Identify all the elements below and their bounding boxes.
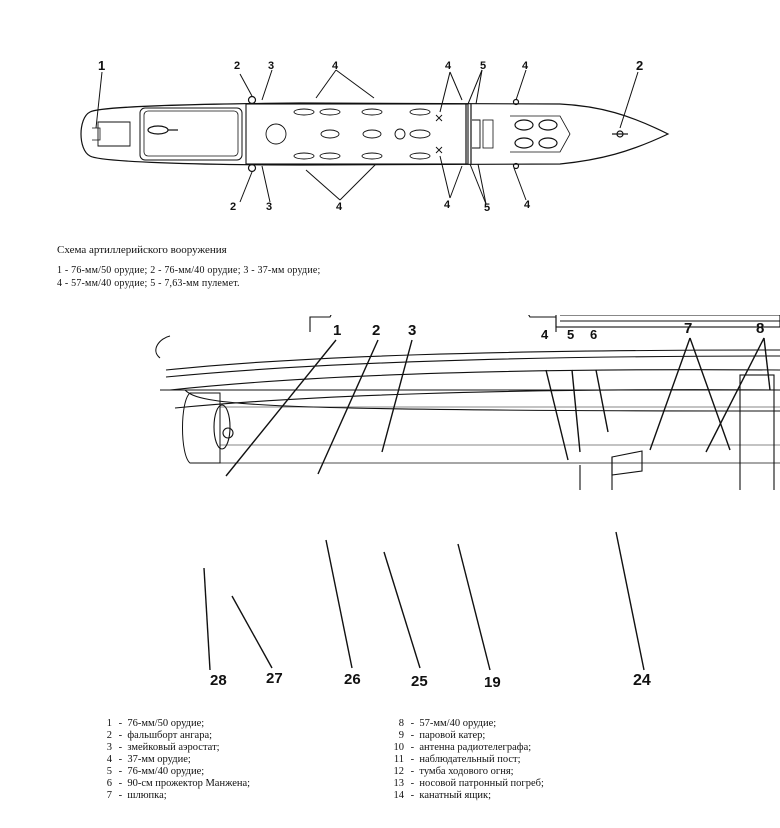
plan-callout-1: 1 <box>98 58 106 73</box>
profile-callout-1: 1 <box>333 322 342 339</box>
legend-number: 9 <box>398 730 404 741</box>
side-profile-drawing <box>155 315 780 464</box>
profile-callout-4: 4 <box>541 327 549 342</box>
legend-item: 5 - 76-мм/40 орудие; <box>90 766 204 777</box>
side-profile-hull <box>579 374 775 490</box>
legend-text: носовой патронный погреб; <box>419 778 544 789</box>
legend-number: 14 <box>393 790 405 801</box>
plan-callout-4c: 4 <box>522 60 529 72</box>
legend-number: 8 <box>398 718 404 729</box>
legend-number: 3 <box>106 742 112 753</box>
legend-text: антенна радиотелеграфа; <box>419 742 532 753</box>
legend-item: 14 - канатный ящик; <box>382 790 492 801</box>
legend-text: шлюпка; <box>127 790 167 801</box>
profile-callout-3: 3 <box>408 322 417 339</box>
plan-callout-4-bottom-a: 4 <box>336 201 343 213</box>
legend-text: 90-см прожектор Манжена; <box>127 778 251 789</box>
profile-callout-25: 25 <box>411 673 428 690</box>
legend-text: тумба ходового огня; <box>419 766 514 777</box>
legend-item: 8 - 57-мм/40 орудие; <box>382 718 496 729</box>
profile-callout-6: 6 <box>590 327 598 342</box>
plan-callout-4a: 4 <box>332 60 339 72</box>
legend-text: наблюдательный пост; <box>419 754 521 765</box>
armament-caption-title: Схема артиллерийского вооружения <box>57 244 227 256</box>
plan-callout-3-bottom: 3 <box>266 201 273 213</box>
legend-number: 2 <box>106 730 112 741</box>
legend-number: 12 <box>393 766 405 777</box>
legend-text: паровой катер; <box>419 730 486 741</box>
plan-callout-5-bottom: 5 <box>484 202 491 214</box>
legend-item: 13 - носовой патронный погреб; <box>382 778 544 789</box>
deck-plan-drawing <box>80 69 670 205</box>
legend-number: 4 <box>106 754 112 765</box>
legend-item: 11 - наблюдательный пост; <box>382 754 521 765</box>
legend-number: 13 <box>393 778 405 789</box>
profile-callout-26: 26 <box>344 671 361 688</box>
legend-number: 5 <box>106 766 112 777</box>
legend-item: 10 - антенна радиотелеграфа; <box>382 742 532 753</box>
legend-text: 57-мм/40 орудие; <box>419 718 497 729</box>
legend-number: 7 <box>106 790 112 801</box>
profile-callout-2: 2 <box>372 322 381 339</box>
armament-caption-line-2: 4 - 57-мм/40 орудие; 5 - 7,63-мм пулемет… <box>57 278 240 289</box>
legend-text: 76-мм/50 орудие; <box>127 718 205 729</box>
legend-text: 37-мм орудие; <box>127 754 191 765</box>
legend-item: 7 - шлюпка; <box>90 790 167 801</box>
legend-text: 76-мм/40 орудие; <box>127 766 205 777</box>
plan-callout-4b: 4 <box>445 60 452 72</box>
plan-callout-2-bottom: 2 <box>230 201 237 213</box>
legend-number: 11 <box>393 754 404 765</box>
hull-outline <box>80 102 670 166</box>
legend-item: 2 - фальшборт ангара; <box>90 730 212 741</box>
legend-text: змейковый аэростат; <box>127 742 220 753</box>
legend-text: фальшборт ангара; <box>127 730 213 741</box>
plan-callout-4-bottom-c: 4 <box>524 199 531 211</box>
plan-callout-4-bottom-b: 4 <box>444 199 451 211</box>
legend-number: 6 <box>106 778 112 789</box>
legend-item: 4 - 37-мм орудие; <box>90 754 191 765</box>
legend-item: 6 - 90-см прожектор Манжена; <box>90 778 250 789</box>
profile-callout-7: 7 <box>684 320 693 337</box>
profile-callout-27: 27 <box>266 670 283 687</box>
profile-callout-5: 5 <box>567 327 575 342</box>
profile-callout-8: 8 <box>756 320 765 337</box>
plan-callout-2: 2 <box>234 60 241 72</box>
plan-callout-5: 5 <box>480 60 487 72</box>
legend-text: канатный ящик; <box>419 790 492 801</box>
profile-callout-19: 19 <box>484 674 501 691</box>
legend-item: 12 - тумба ходового огня; <box>382 766 514 777</box>
legend-item: 1 - 76-мм/50 орудие; <box>90 718 204 729</box>
legend-number: 10 <box>393 742 405 753</box>
plan-callout-3: 3 <box>268 60 275 72</box>
profile-callout-28: 28 <box>210 672 227 689</box>
legend-item: 9 - паровой катер; <box>382 730 486 741</box>
plan-callout-2-bow: 2 <box>636 58 644 73</box>
legend-item: 3 - змейковый аэростат; <box>90 742 220 753</box>
legend-number: 1 <box>106 718 112 729</box>
profile-callout-24: 24 <box>633 672 651 689</box>
armament-caption-line-1: 1 - 76-мм/50 орудие; 2 - 76-мм/40 орудие… <box>57 265 321 276</box>
